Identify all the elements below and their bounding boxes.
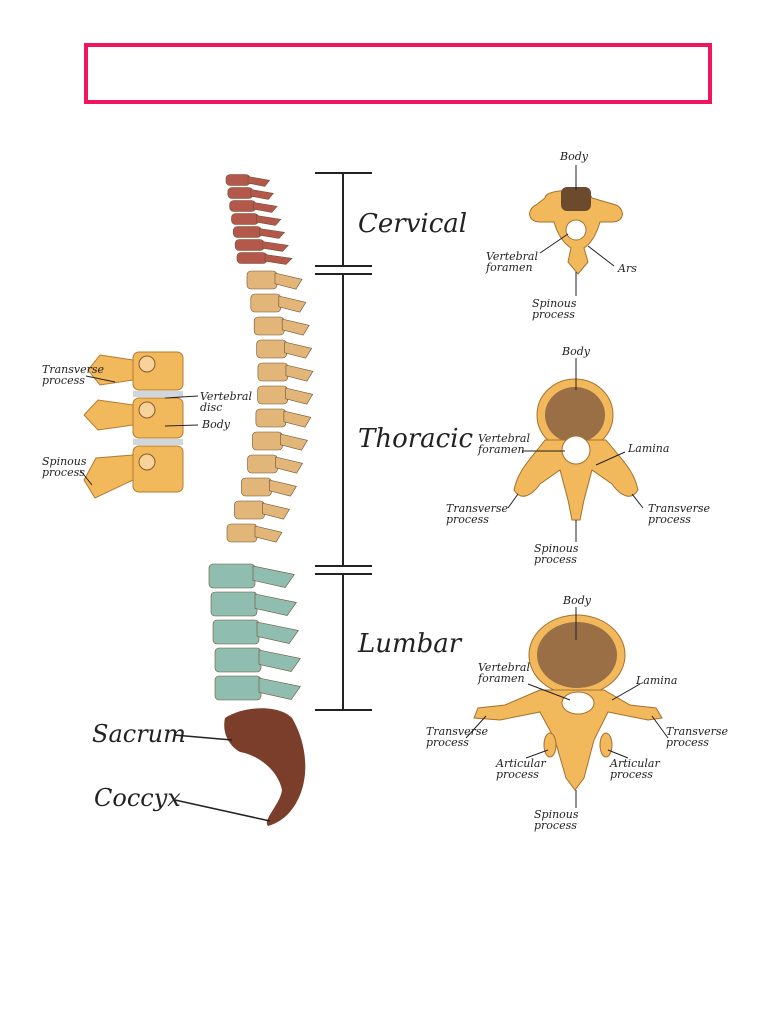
thoracic-segment-process	[284, 341, 313, 359]
lumbar-segment-process	[252, 565, 295, 588]
thoracic-segment-process	[285, 364, 314, 382]
lumbar-segment	[208, 563, 256, 589]
cervical-segment	[236, 252, 268, 264]
thoracic-segment-process	[274, 272, 303, 290]
thoracic-segment	[256, 339, 287, 359]
sacrum-label: Sacrum	[92, 720, 186, 748]
thoracic-segment	[257, 362, 289, 382]
cervical-ars-label: Ars	[617, 262, 637, 275]
cervical-body-label: Body	[559, 150, 589, 163]
thoracic-segment-process	[285, 387, 314, 405]
lumbar-segment	[214, 647, 262, 673]
lumbar-segment-process	[258, 649, 301, 672]
thoracic-segment-process	[275, 456, 304, 474]
thoracic-segment-process	[281, 318, 310, 336]
lumbar-vertebra	[473, 614, 663, 791]
lumbar-segment	[210, 591, 258, 617]
thoracic-segment	[246, 270, 278, 290]
coccyx-label: Coccyx	[94, 784, 181, 812]
cervical-segment-process	[247, 176, 271, 187]
cervical-label: Cervical	[358, 209, 467, 239]
cervical-segment-process	[259, 228, 286, 239]
thoracic-segment-process	[283, 410, 312, 428]
cervical-vertebra	[529, 187, 623, 275]
lumbar-lamina-label: Lamina	[635, 674, 677, 687]
lumbar-label: Lumbar	[357, 629, 463, 659]
thoracic-segment	[253, 316, 285, 336]
lumbar-segment-process	[256, 621, 299, 644]
cervical-segment-process	[253, 202, 278, 213]
thoracic-lamina-label: Lamina	[627, 442, 669, 455]
lumbar-segment-process	[254, 593, 297, 616]
thoracic-segment	[255, 408, 287, 428]
side-body-label: Body	[201, 418, 231, 431]
thoracic-segment	[226, 523, 258, 543]
cervical-segment-process	[264, 254, 293, 265]
thoracic-segment-process	[278, 295, 307, 313]
lumbar-segment	[214, 675, 262, 701]
cervical-segment	[227, 187, 254, 199]
lumbar-body-label: Body	[562, 594, 592, 607]
thoracic-segment-process	[269, 479, 297, 497]
thoracic-segment	[252, 431, 283, 451]
lumbar-segment	[212, 619, 260, 645]
cervical-segment-process	[250, 189, 274, 200]
thoracic-segment-process	[254, 525, 283, 543]
thoracic-vertebra	[513, 378, 639, 521]
cervical-segment	[229, 200, 256, 212]
thoracic-segment-process	[280, 433, 308, 451]
thoracic-segment	[250, 293, 282, 313]
cervical-segment	[234, 239, 265, 251]
thoracic-body-label: Body	[561, 345, 591, 358]
side-view-vertebrae	[83, 351, 184, 499]
thoracic-label: Thoracic	[358, 424, 474, 454]
cervical-segment	[225, 174, 251, 186]
lumbar-segment-process	[258, 677, 301, 700]
sacrum-shape	[224, 708, 306, 826]
thoracic-segment	[247, 454, 278, 474]
thoracic-segment	[234, 500, 265, 520]
spine-column	[208, 174, 314, 701]
thoracic-segment	[241, 477, 272, 497]
cervical-segment-process	[256, 215, 282, 226]
cervical-segment	[231, 213, 259, 225]
region-bracket	[315, 172, 372, 711]
thoracic-segment	[257, 385, 289, 405]
thoracic-segment-process	[262, 502, 290, 520]
cervical-segment-process	[261, 241, 289, 252]
cervical-segment	[233, 226, 262, 238]
title-frame	[84, 43, 712, 104]
